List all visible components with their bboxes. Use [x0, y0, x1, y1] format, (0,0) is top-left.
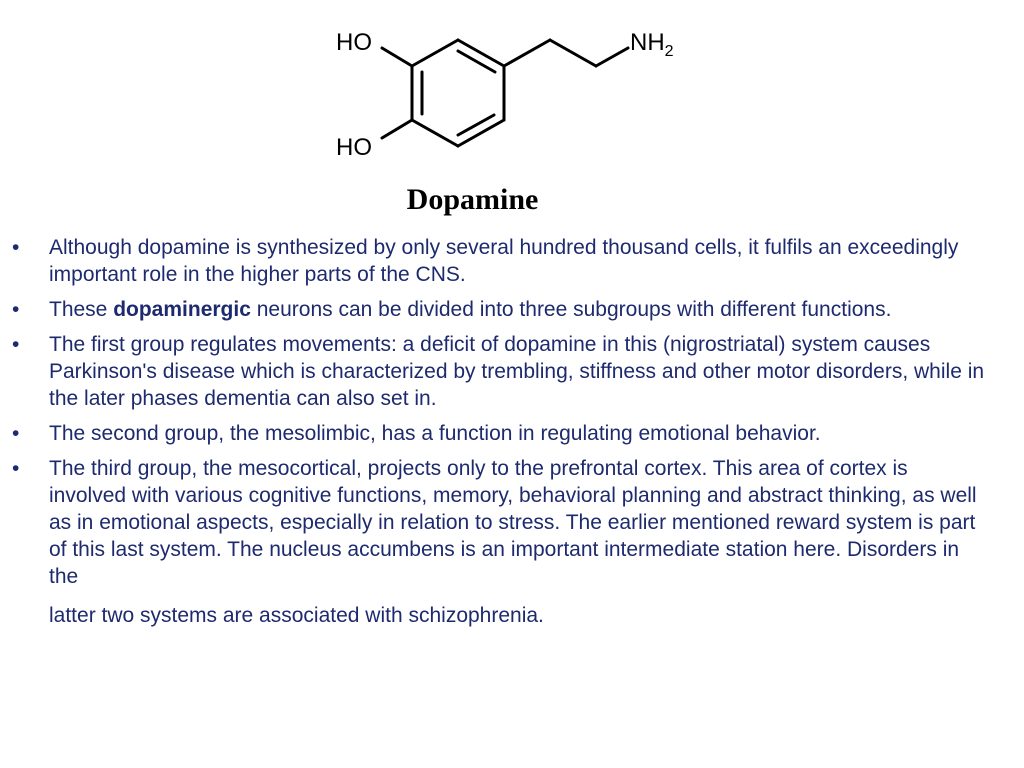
bullet-text: The second group, the mesolimbic, has a … [49, 422, 821, 445]
bullet-list: • Although dopamine is synthesized by on… [0, 234, 1024, 637]
bullet-item: • The second group, the mesolimbic, has … [0, 420, 1024, 447]
bullet-text: neurons can be divided into three subgro… [250, 298, 892, 321]
bullet-item: • The first group regulates movements: a… [0, 331, 1024, 412]
bullet-item: • These dopaminergic neurons can be divi… [0, 296, 1024, 323]
ring-bond [410, 38, 460, 68]
ring-bond [410, 118, 460, 148]
bullet-marker: • [12, 422, 20, 445]
bullet-marker: • [12, 457, 20, 480]
nh-label: NH [630, 29, 665, 56]
bullet-item: • Although dopamine is synthesized by on… [0, 234, 1024, 288]
benzene-ring [410, 38, 506, 148]
bond-chain-1 [502, 38, 552, 68]
bullet-marker: • [12, 236, 20, 259]
bullet-text: The first group regulates movements: a d… [49, 333, 985, 410]
bullet-text: These [49, 298, 114, 321]
ring-bond [456, 118, 506, 148]
bond-chain-3 [594, 46, 630, 68]
bond-ho-top [380, 46, 414, 68]
bullet-text: latter two systems are associated with s… [49, 604, 544, 627]
bullet-text: Although dopamine is synthesized by only… [49, 236, 959, 286]
bullet-marker: • [12, 333, 20, 356]
bond-chain-2 [548, 38, 598, 68]
molecule-title: Dopamine [406, 183, 539, 216]
ho-top-label: HO [336, 29, 372, 56]
line-gap [49, 590, 988, 602]
ho-bottom-label: HO [336, 134, 372, 161]
bullet-text: The third group, the mesocortical, proje… [49, 457, 977, 588]
bullet-item: • The third group, the mesocortical, pro… [0, 455, 1024, 629]
nh-subscript: 2 [665, 43, 674, 60]
ring-bond [456, 38, 506, 68]
ring-double-bond [456, 49, 497, 74]
ring-double-bond [456, 113, 496, 137]
bullet-bold-term: dopaminergic [113, 298, 251, 321]
nh2-label: NH2 [630, 29, 674, 60]
bond-ho-bottom [380, 118, 414, 140]
dopamine-structure-diagram: HO HO NH2 [336, 29, 674, 161]
substituent-bonds [380, 38, 630, 140]
bullet-marker: • [12, 298, 20, 321]
